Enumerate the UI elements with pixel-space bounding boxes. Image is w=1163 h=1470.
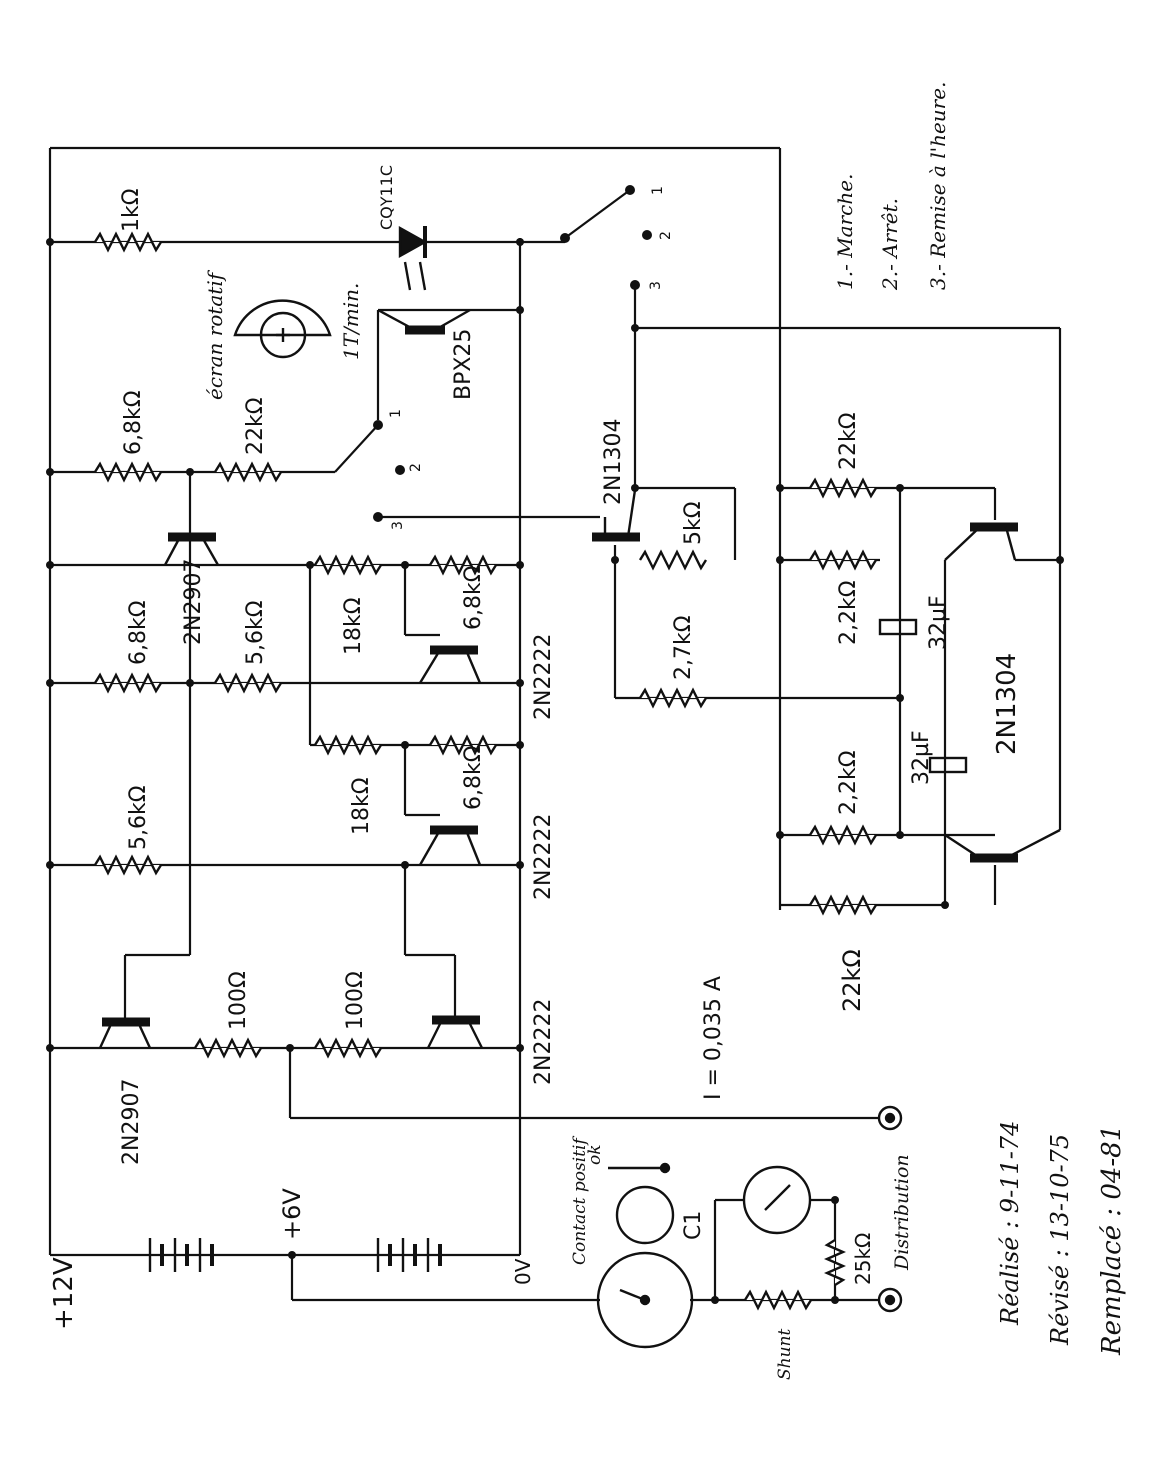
label-r-100-a: 100Ω — [226, 971, 251, 1030]
label-swa1: 1 — [388, 409, 404, 418]
label-sw2: 2 — [658, 231, 674, 240]
label-current: I = 0,035 A — [701, 976, 726, 1100]
label-r-5k6-b: 5,6kΩ — [126, 785, 151, 850]
resistors — [93, 231, 878, 1311]
label-r-22k-b: 22kΩ — [836, 412, 861, 470]
label-r-6k8-b: 6,8kΩ — [126, 600, 151, 665]
label-r-18k-a: 18kΩ — [341, 597, 366, 655]
label-2n2222-upper: 2N2222 — [531, 634, 556, 720]
label-v6: +6V — [278, 1188, 306, 1240]
legend-item: 1.- Marche. — [833, 174, 857, 290]
meter — [742, 1165, 812, 1235]
transistor-2n2222-middle — [418, 825, 482, 866]
legend-item: 3.- Remise à l'heure. — [926, 82, 950, 290]
label-r-6k8-c: 6,8kΩ — [461, 565, 486, 630]
label-r-5k6-a: 5,6kΩ — [243, 600, 268, 665]
label-2n2907-upper: 2N2907 — [181, 559, 206, 645]
led-cqy11c — [398, 225, 428, 291]
junctions — [46, 238, 1064, 1304]
terminals — [877, 1105, 903, 1313]
date-revise: Révisé : 13-10-75 — [1046, 1134, 1074, 1346]
label-2n1304-mv: 2N1304 — [992, 653, 1022, 755]
label-r-22k-a: 22kΩ — [243, 397, 268, 455]
label-2n2907-lower: 2N2907 — [119, 1079, 144, 1165]
transistors — [98, 308, 1061, 1049]
label-r-100-b: 100Ω — [343, 971, 368, 1030]
label-2n2222-lower: 2N2222 — [531, 999, 556, 1085]
rotating-screen — [233, 299, 332, 359]
label-r-2k7: 2,7kΩ — [671, 615, 696, 680]
switch-contacts — [373, 185, 652, 522]
legend-item: 2.- Arrêt. — [878, 198, 902, 291]
label-c1: C1 — [681, 1211, 706, 1240]
label-r-2k2-b: 2,2kΩ — [836, 750, 861, 815]
label-contact: Contact positif — [570, 1136, 590, 1265]
label-r-6k8-d: 6,8kΩ — [461, 745, 486, 810]
label-screen: écran rotatif — [203, 269, 227, 400]
revision-dates: Réalisé : 9-11-74 Révisé : 13-10-75 Remp… — [996, 1121, 1127, 1356]
labels: 1kΩ CQY11C écran rotatif 1T/min. BPX25 6… — [49, 165, 1022, 1380]
switch-legend: 1.- Marche. 2.- Arrêt. 3.- Remise à l'he… — [833, 82, 950, 291]
transistor-2n2907-lower — [98, 1017, 152, 1049]
label-r-6k8-a: 6,8kΩ — [121, 390, 146, 455]
label-bpx25: BPX25 — [451, 329, 476, 400]
label-r-18k-b: 18kΩ — [349, 777, 374, 835]
label-v0: 0V — [511, 1258, 535, 1285]
transistor-2n2222-upper — [418, 645, 482, 684]
label-ok: ok — [585, 1144, 605, 1165]
transistor-2n1304-switch — [592, 489, 640, 542]
label-sw1: 1 — [650, 186, 666, 195]
transistor-2n2222-lower — [426, 1015, 484, 1049]
label-c-32-a: 32µF — [926, 595, 951, 650]
label-c-32-b: 32µF — [909, 730, 934, 785]
label-swa2: 2 — [408, 463, 424, 472]
date-realise: Réalisé : 9-11-74 — [996, 1121, 1024, 1326]
label-r-1k: 1kΩ — [119, 188, 144, 232]
label-r-5k: 5kΩ — [681, 501, 706, 545]
label-sw3: 3 — [648, 281, 664, 290]
phototransistor-bpx25 — [377, 308, 471, 335]
label-r-25k: 25kΩ — [851, 1233, 875, 1285]
label-shunt: Shunt — [775, 1329, 795, 1380]
label-2n2222-middle: 2N2222 — [531, 814, 556, 900]
transistor-2n1304-mv-upper — [944, 522, 1018, 561]
label-r-22k-c: 22kΩ — [838, 949, 866, 1012]
batteries — [148, 1238, 442, 1272]
label-speed: 1T/min. — [339, 283, 363, 360]
label-led: CQY11C — [377, 165, 396, 230]
transistor-2n2907-upper — [163, 532, 220, 566]
transistor-2n1304-mv-lower — [944, 828, 1061, 863]
label-swa3: 3 — [390, 521, 406, 530]
clock-dial — [596, 1162, 694, 1349]
date-remplace: Remplacé : 04-81 — [1097, 1125, 1127, 1356]
capacitors — [878, 618, 968, 774]
label-v12: +12V — [49, 1257, 79, 1330]
label-2n1304-switch: 2N1304 — [601, 419, 626, 505]
label-distribution: Distribution — [891, 1154, 913, 1271]
label-r-2k2-a: 2,2kΩ — [836, 580, 861, 645]
